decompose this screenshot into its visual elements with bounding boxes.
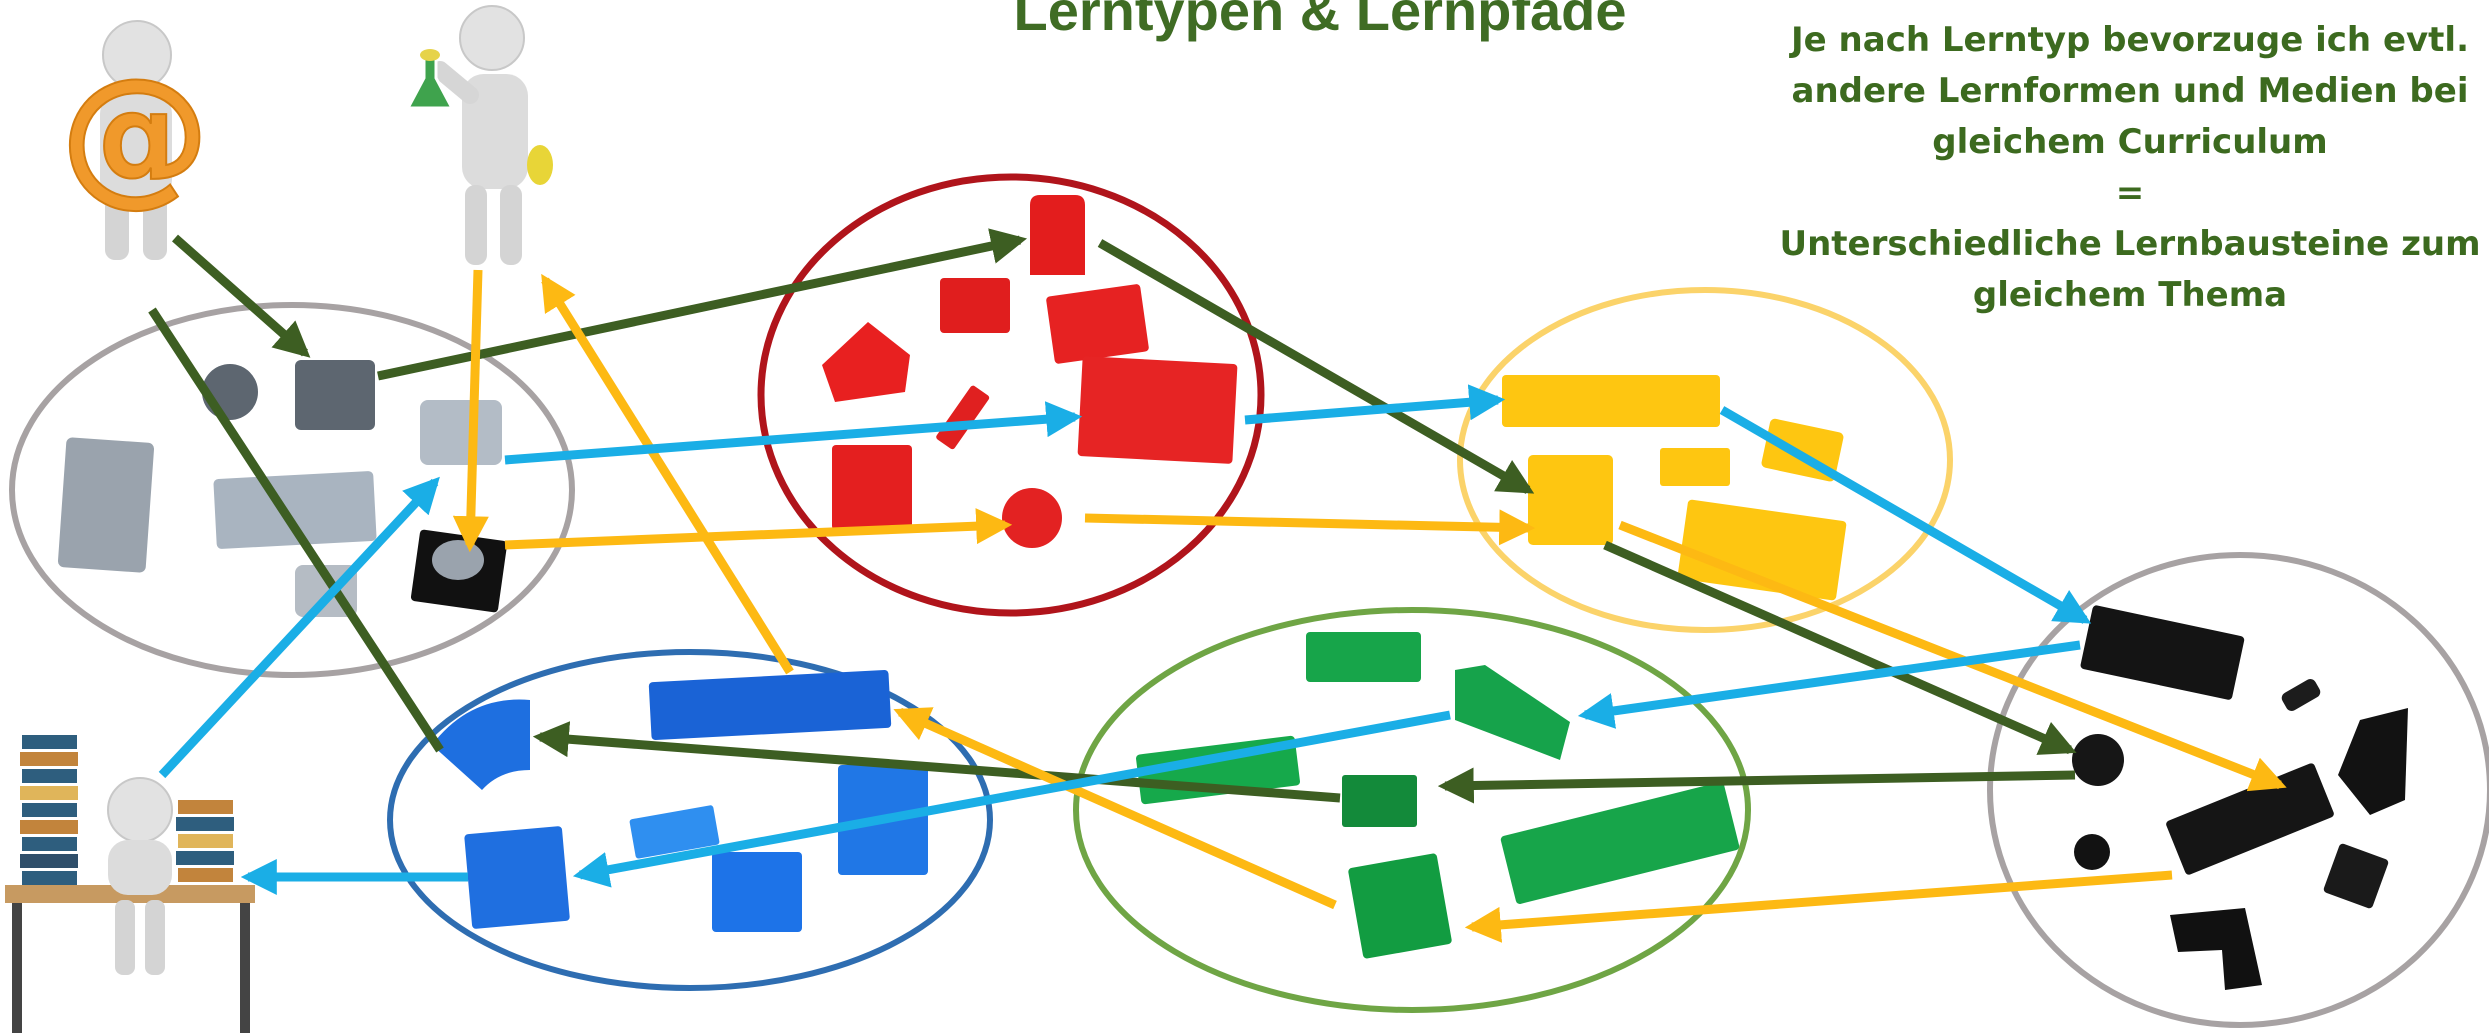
figure-reader [5, 735, 255, 1033]
path-blue-5 [1577, 640, 2081, 729]
figure-scientist [405, 5, 553, 265]
paths-light-blue [158, 384, 2092, 895]
path-yellow-3 [1084, 509, 1536, 546]
path-yellow-6 [893, 707, 1337, 910]
path-green-3 [1097, 239, 1535, 494]
cluster-circle-black [1987, 552, 2489, 1028]
path-blue-6 [572, 710, 1451, 888]
cluster-circle-red [757, 173, 1265, 617]
path-green-6 [532, 721, 1341, 803]
note-line: gleichem Thema [1972, 275, 2288, 315]
paths-yellow [452, 269, 2287, 943]
page-title: Lerntypen & Lernpfade [1013, 0, 1627, 42]
bricks-red [822, 195, 1238, 548]
path-blue-3 [1244, 384, 1506, 425]
bricks-black [2072, 605, 2408, 990]
path-green-5 [1437, 767, 2076, 804]
at-sign-icon: @ [60, 47, 210, 221]
path-blue-4 [1719, 406, 2092, 624]
path-yellow-1 [452, 269, 489, 553]
path-green-1 [172, 234, 311, 358]
cluster-circle-green [1073, 607, 1751, 1013]
path-green-7 [148, 307, 444, 753]
note-line: = [2115, 173, 2145, 213]
cluster-circle-yellow [1457, 287, 1953, 633]
paths-dark-green [148, 228, 2077, 804]
note-line: Unterschiedliche Lernbausteine zum [1779, 224, 2481, 264]
note-line: Je nach Lerntyp bevorzuge ich evtl. [1791, 20, 2469, 60]
path-blue-2 [504, 401, 1083, 465]
cluster-circle-blue [387, 649, 993, 991]
bricks-blue [432, 669, 928, 932]
note-line: gleichem Curriculum [1932, 122, 2328, 162]
path-yellow-4 [1618, 520, 2287, 792]
bricks-yellow [1502, 375, 1847, 601]
figure-at-sign: @ [59, 20, 211, 260]
note-line: andere Lernformen und Medien bei [1791, 71, 2469, 111]
explanation-note: Je nach Lerntyp bevorzuge ich evtl. ande… [1760, 15, 2489, 321]
cluster-circle-gray [9, 302, 575, 678]
path-yellow-2 [504, 508, 1013, 550]
path-yellow-7 [541, 273, 794, 675]
path-green-2 [377, 228, 1028, 381]
path-yellow-5 [1464, 870, 2173, 943]
bricks-gray [57, 360, 508, 617]
cluster-circles [9, 173, 2489, 1028]
path-green-4 [1603, 540, 2077, 755]
path-blue-1 [158, 476, 440, 779]
